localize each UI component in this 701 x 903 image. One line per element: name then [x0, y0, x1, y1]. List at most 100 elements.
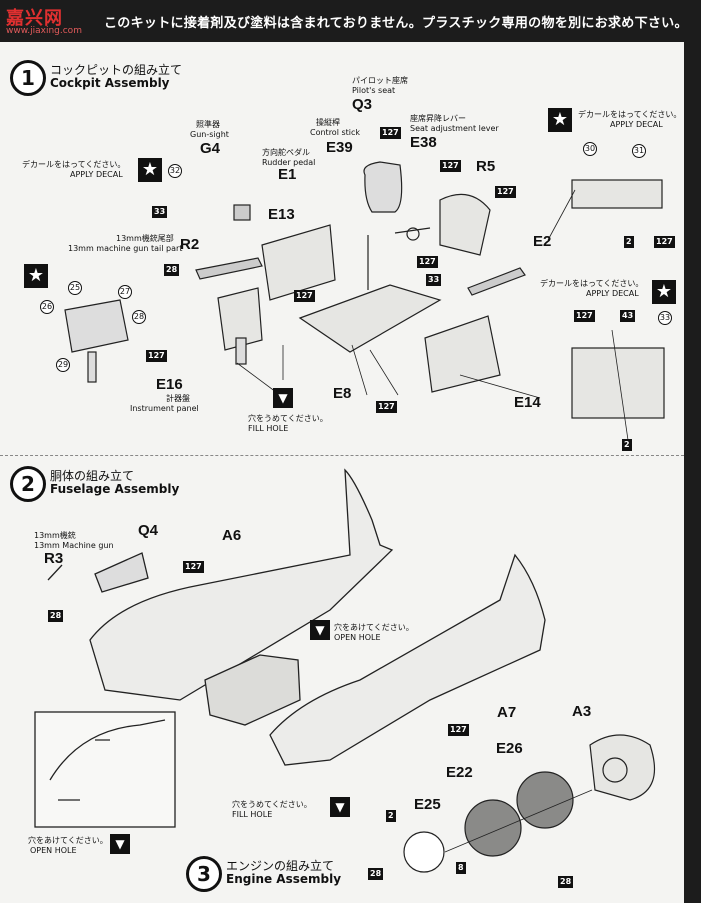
pilot-seat	[363, 161, 403, 213]
paint-code-circle: 33	[658, 311, 672, 325]
paint-code: 127	[495, 186, 516, 198]
decal-star-icon: ★	[24, 264, 48, 288]
paint-code-circle: 26	[40, 300, 54, 314]
paint-code: 28	[48, 610, 64, 622]
decal-note-top-right-jp: デカールをはってください。	[578, 110, 682, 119]
paint-code-circle: 27	[118, 285, 132, 299]
step-1-number: 1	[10, 60, 46, 96]
part-a6: A6	[222, 527, 242, 544]
rudder-caption-en: Rudder pedal	[262, 158, 316, 167]
part-e14: E14	[514, 394, 541, 411]
engine-front-e22	[464, 799, 522, 857]
paint-code-circle: 29	[56, 358, 70, 372]
cockpit-floor	[298, 284, 442, 353]
pilot-seat-caption-jp: パイロット座席	[352, 76, 408, 85]
decal-star-icon: ★	[138, 158, 162, 182]
paint-code: 8	[456, 862, 466, 874]
part-q3: Q3	[352, 96, 373, 113]
side-panel-left	[261, 224, 336, 301]
part-e25: E25	[414, 796, 441, 813]
paint-code: 2	[622, 439, 632, 451]
paint-code-circle: 25	[68, 281, 82, 295]
paint-code: 2	[386, 810, 396, 822]
part-e2: E2	[533, 233, 552, 250]
open-hole-pin-icon: ▼	[310, 620, 330, 640]
paint-code-circle: 31	[632, 144, 646, 158]
mg-tail-part	[195, 257, 263, 280]
mg-caption-en: 13mm Machine gun	[34, 541, 114, 550]
paint-code: 43	[620, 310, 636, 322]
decal-note-mid-right-jp: デカールをはってください。	[540, 279, 644, 288]
paint-code: 127	[417, 256, 438, 268]
step-2-title-jp: 胴体の組み立て	[50, 469, 135, 483]
gun-sight	[233, 204, 251, 221]
part-e16: E16	[156, 376, 183, 393]
paint-code: 28	[368, 868, 384, 880]
page-edge-bar	[684, 0, 701, 903]
decal-panel-upper	[571, 179, 663, 209]
fuselage-left-half	[89, 468, 394, 701]
gun-cover	[94, 552, 149, 593]
open-hole-caption-jp: 穴をあけてください。	[334, 623, 414, 632]
step-2-number: 2	[10, 466, 46, 502]
section-divider	[0, 455, 684, 457]
instrument-detail	[64, 299, 129, 353]
step-1-title-en: Cockpit Assembly	[50, 76, 170, 90]
rudder-caption-jp: 方向舵ペダル	[262, 148, 310, 157]
fill-hole-caption-en: FILL HOLE	[248, 424, 289, 433]
part-e13: E13	[268, 206, 295, 223]
paint-code: 33	[152, 206, 168, 218]
detail-inset	[34, 711, 176, 828]
throttle-lever	[467, 267, 526, 296]
paint-code-circle: 28	[132, 310, 146, 324]
open-hole-pin-icon: ▼	[110, 834, 130, 854]
part-r3: R3	[44, 550, 64, 567]
part-e8: E8	[333, 385, 352, 402]
paint-code: 28	[164, 264, 180, 276]
header-bar: 嘉兴网 www.jiaxing.com このキットに接着剤及び塗料は含まれており…	[0, 0, 701, 42]
decal-note-left-en: APPLY DECAL	[70, 170, 123, 179]
step-3-number: 3	[186, 856, 222, 892]
side-panel-right	[424, 315, 501, 393]
step-3-title-jp: エンジンの組み立て	[226, 859, 335, 873]
open-hole-caption-en: OPEN HOLE	[334, 633, 381, 642]
pilot-seat-caption-en: Pilot's seat	[352, 86, 396, 95]
paint-code-circle: 32	[168, 164, 182, 178]
fill-hole-caption-jp: 穴をうめてください。	[232, 800, 312, 809]
mg-caption-jp: 13mm機銃	[34, 531, 76, 540]
paint-code: 127	[183, 561, 204, 573]
watermark-logo: 嘉兴网	[6, 8, 63, 29]
fill-hole-caption-en: FILL HOLE	[232, 810, 273, 819]
bulkhead	[439, 193, 491, 256]
part-a7: A7	[497, 704, 517, 721]
gunsight-caption-jp: 照準器	[196, 120, 220, 129]
seat-lever-caption-en: Seat adjustment lever	[410, 124, 499, 133]
cockpit-tub	[204, 654, 301, 726]
open-hole-inset-caption-en: OPEN HOLE	[30, 846, 77, 855]
part-q4: Q4	[138, 522, 159, 539]
paint-code: 127	[654, 236, 675, 248]
part-e38: E38	[410, 134, 437, 151]
part-a3: A3	[572, 703, 592, 720]
gunsight-caption-en: Gun-sight	[190, 130, 229, 139]
decal-note-mid-right-en: APPLY DECAL	[586, 289, 639, 298]
paint-code: 127	[376, 401, 397, 413]
instrument-panel	[217, 287, 263, 351]
step-1-title-jp: コックピットの組み立て	[50, 63, 183, 77]
step-2-title-en: Fuselage Assembly	[50, 482, 180, 496]
paint-code-circle: 30	[583, 142, 597, 156]
step-3-title-en: Engine Assembly	[226, 872, 342, 886]
decal-note-left-jp: デカールをはってください。	[22, 160, 126, 169]
decal-star-icon: ★	[652, 280, 676, 304]
fill-hole-pin-icon: ▼	[273, 388, 293, 408]
part-e1: E1	[278, 166, 297, 183]
paint-code: 127	[146, 350, 167, 362]
part-e22: E22	[446, 764, 473, 781]
open-hole-inset-caption-jp: 穴をあけてください。	[28, 836, 108, 845]
control-stick-caption-en: Control stick	[310, 128, 361, 137]
crankcase-e25	[403, 831, 445, 873]
mg-tail-caption-en: 13mm machine gun tail part	[68, 244, 183, 253]
part-g4: G4	[200, 140, 221, 157]
control-stick-caption-jp: 操縦桿	[316, 118, 340, 127]
decal-star-icon: ★	[548, 108, 572, 132]
